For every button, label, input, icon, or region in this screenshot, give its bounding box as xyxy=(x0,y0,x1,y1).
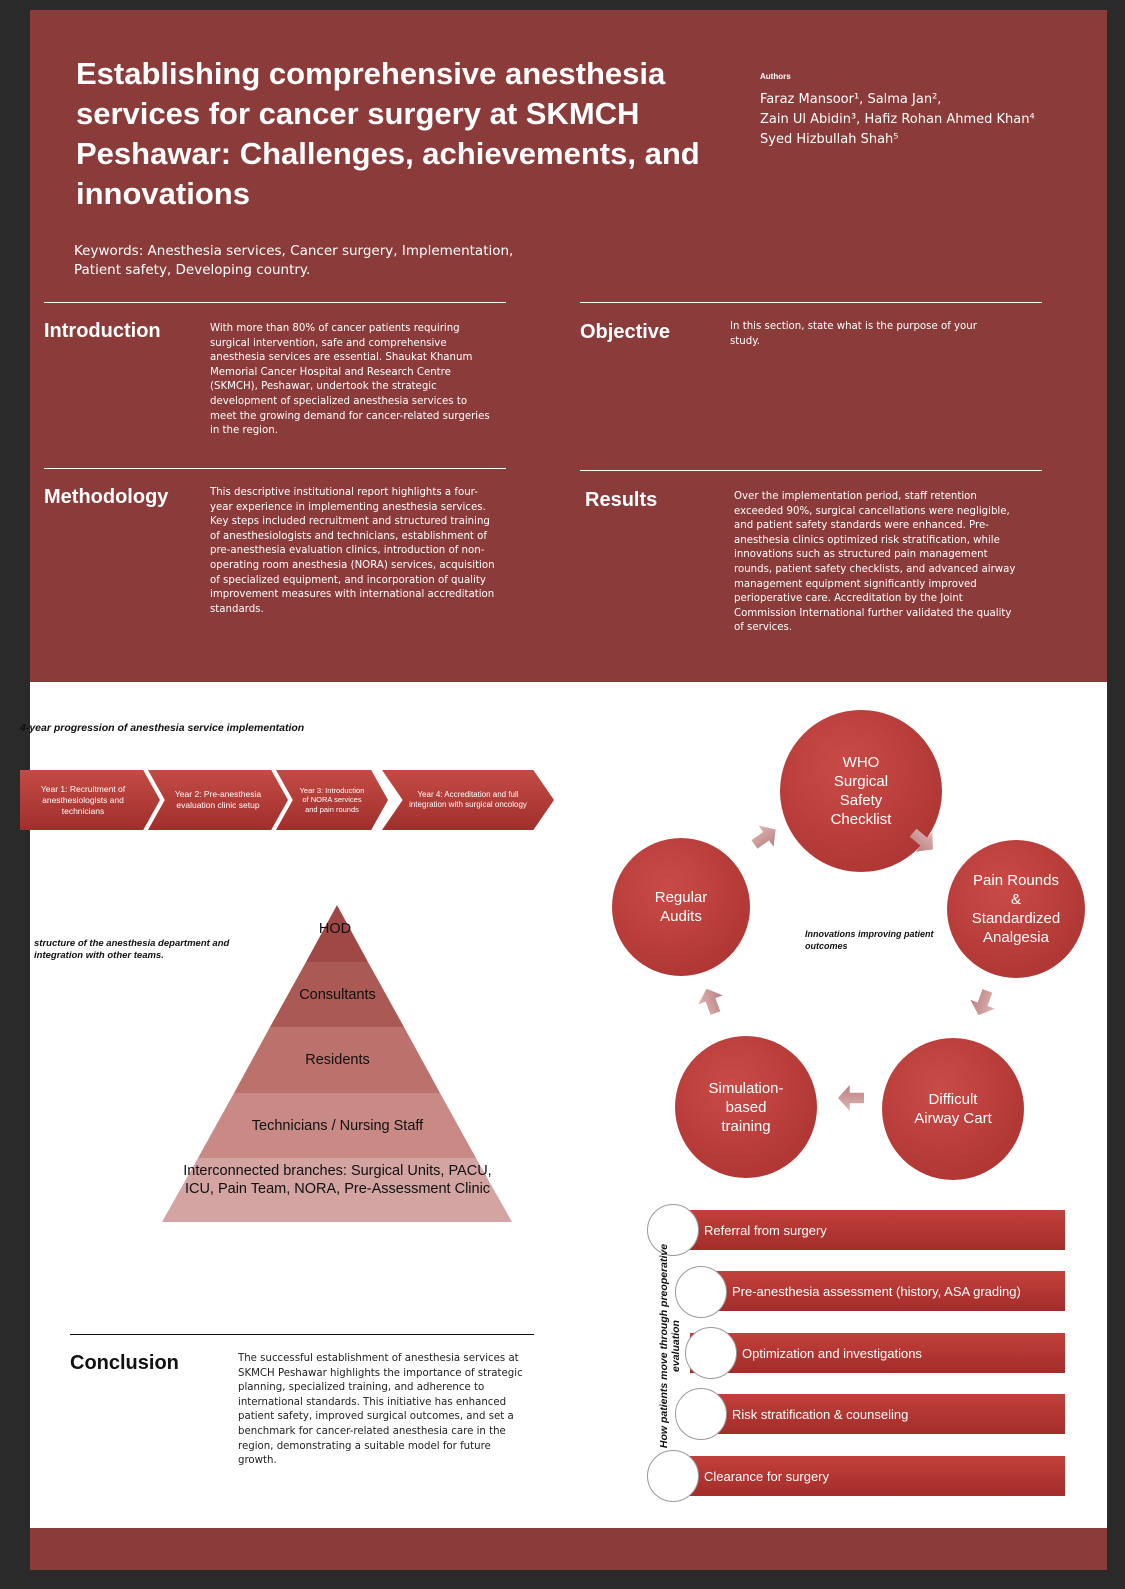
innovation-who-checklist: WHO Surgical Safety Checklist xyxy=(780,710,942,872)
pathway-step: Pre-anesthesia assessment (history, ASA … xyxy=(690,1271,1065,1311)
pyramid-level-residents xyxy=(234,1027,440,1093)
divider xyxy=(44,302,506,303)
pyramid-level-branches xyxy=(162,1158,512,1222)
pyramid-label: Consultants xyxy=(299,987,376,1003)
innovation-label: Regular Audits xyxy=(654,889,708,925)
step-circle-icon xyxy=(675,1266,727,1318)
author-line: Zain Ul Abidin³, Hafiz Rohan Ahmed Khan⁴ xyxy=(760,112,1035,127)
introduction-text: With more than 80% of cancer patients re… xyxy=(210,323,490,437)
progression-step: Year 4: Accreditation and full integrati… xyxy=(382,770,554,830)
header-band: Establishing comprehensive anesthesia se… xyxy=(30,10,1107,682)
objective-heading: Objective xyxy=(580,321,671,343)
poster: Establishing comprehensive anesthesia se… xyxy=(20,10,1107,1570)
innovations-caption: Innovations improving patient outcomes xyxy=(805,929,934,951)
progression-step: Year 3: Introduction of NORA services an… xyxy=(276,770,388,830)
results-text: Over the implementation period, staff re… xyxy=(734,491,1016,634)
innovation-pain-rounds: Pain Rounds & Standardized Analgesia xyxy=(947,840,1085,978)
author-line: Faraz Mansoor¹, Salma Jan², xyxy=(760,92,942,107)
innovation-simulation: Simulation-based training xyxy=(675,1036,817,1178)
divider xyxy=(580,470,1042,471)
step-label: Clearance for surgery xyxy=(704,1468,829,1484)
conclusion-text: The successful establishment of anesthes… xyxy=(238,1353,523,1467)
innovation-label: Difficult Airway Cart xyxy=(914,1091,992,1127)
innovation-audits: Regular Audits xyxy=(612,838,750,976)
innovation-airway-cart: Difficult Airway Cart xyxy=(882,1038,1024,1180)
conclusion-heading: Conclusion xyxy=(70,1352,179,1374)
step-circle-icon xyxy=(647,1204,699,1256)
progression-step: Year 2: Pre-anesthesia evaluation clinic… xyxy=(148,770,288,830)
divider xyxy=(580,302,1042,303)
step-label: Pre-anesthesia assessment (history, ASA … xyxy=(732,1283,1021,1299)
innovation-label: Pain Rounds & Standardized Analgesia xyxy=(971,872,1061,946)
methodology-heading: Methodology xyxy=(44,486,169,508)
step-label: Optimization and investigations xyxy=(742,1345,922,1361)
divider xyxy=(70,1334,534,1335)
pathway-step: Clearance for surgery xyxy=(690,1456,1065,1496)
step-label: Risk stratification & counseling xyxy=(732,1406,909,1422)
structure-caption: structure of the anesthesia department a… xyxy=(34,938,230,961)
pathway-step: Risk stratification & counseling xyxy=(690,1394,1065,1434)
authors: Faraz Mansoor¹, Salma Jan², Zain Ul Abid… xyxy=(760,90,1035,150)
objective-text: In this section, state what is the purpo… xyxy=(730,321,977,347)
pyramid-label: Interconnected branches: Surgical Units,… xyxy=(183,1163,492,1197)
author-line: Syed Hizbullah Shah⁵ xyxy=(760,132,899,147)
poster-title: Establishing comprehensive anesthesia se… xyxy=(76,56,700,211)
pyramid-label: Residents xyxy=(305,1052,370,1068)
authors-label: Authors xyxy=(760,72,791,81)
step-circle-icon xyxy=(685,1327,737,1379)
pyramid-label: Technicians / Nursing Staff xyxy=(251,1118,424,1134)
innovation-label: Simulation-based training xyxy=(708,1079,784,1135)
step-circle-icon xyxy=(647,1450,699,1502)
pyramid-level-technicians xyxy=(198,1093,476,1158)
pyramid xyxy=(162,905,512,1222)
step-label: Year 3: Introduction of NORA services an… xyxy=(299,785,365,814)
divider xyxy=(44,468,506,469)
pyramid-level-hod xyxy=(306,905,368,962)
pathway-caption: How patients move through preoperative e… xyxy=(658,1243,682,1449)
methodology-text: This descriptive institutional report hi… xyxy=(210,487,495,615)
results-heading: Results xyxy=(585,489,658,511)
step-label: Year 1: Recruitment of anesthesiologists… xyxy=(40,783,126,816)
keywords: Keywords: Anesthesia services, Cancer su… xyxy=(74,243,514,278)
step-circle-icon xyxy=(675,1388,727,1440)
introduction-heading: Introduction xyxy=(44,320,161,342)
step-label: Year 4: Accreditation and full integrati… xyxy=(409,790,527,809)
pathway-step: Referral from surgery xyxy=(690,1210,1065,1250)
progression-caption: 4-year progression of anesthesia service… xyxy=(20,722,305,734)
pyramid-label: HOD xyxy=(318,921,352,937)
pathway-step: Optimization and investigations xyxy=(690,1333,1065,1373)
step-label: Referral from surgery xyxy=(704,1222,827,1238)
progression-step: Year 1: Recruitment of anesthesiologists… xyxy=(20,770,160,830)
footer-band xyxy=(30,1528,1107,1570)
pyramid-level-consultants xyxy=(270,962,404,1027)
step-label: Year 2: Pre-anesthesia evaluation clinic… xyxy=(174,789,262,810)
innovation-label: WHO Surgical Safety Checklist xyxy=(830,754,892,828)
